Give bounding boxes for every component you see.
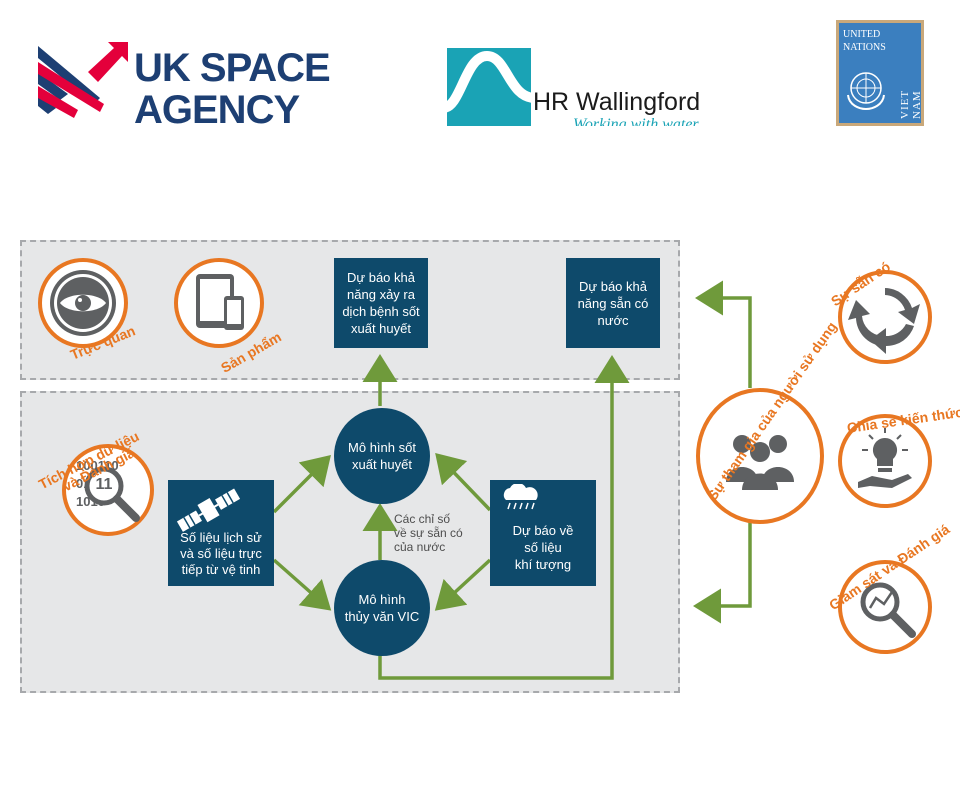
monitoring-ring bbox=[838, 560, 932, 654]
knowledge-sharing-ring bbox=[838, 414, 932, 508]
un-line1: UNITED bbox=[843, 29, 881, 40]
uk-space-agency-line2: AGENCY bbox=[134, 88, 300, 126]
weather-forecast-box: Dự báo về số liệu khí tượng bbox=[490, 480, 596, 586]
integration-badge: 11 bbox=[95, 476, 113, 493]
data-magnifier-icon bbox=[84, 466, 140, 522]
wave-logo-icon bbox=[447, 48, 531, 126]
water-indices-note: Các chỉ số về sự sẵn có của nước bbox=[394, 512, 463, 554]
hr-wallingford-tagline: Working with water bbox=[573, 116, 699, 126]
un-line2: NATIONS bbox=[843, 42, 886, 53]
eye-icon bbox=[50, 270, 116, 336]
people-icon bbox=[726, 435, 794, 490]
sustainability-ring bbox=[838, 270, 932, 364]
arrow-satellite-to-dengue bbox=[272, 455, 331, 514]
water-forecast-box: Dự báo khả năng sẵn có nước bbox=[566, 258, 660, 348]
dengue-model-circle: Mô hình sốt xuất huyết bbox=[334, 408, 430, 504]
arrow-users-to-vic-link bbox=[693, 522, 752, 624]
chart-magnifier-icon bbox=[860, 582, 916, 638]
tablet-phone-icon bbox=[196, 274, 244, 330]
lightbulb-hand-icon bbox=[858, 428, 912, 488]
hr-wallingford-logo: HR Wallingford Working with water bbox=[447, 48, 727, 126]
hr-wallingford-name: HR Wallingford bbox=[533, 88, 701, 116]
union-flag-arrow-icon bbox=[38, 42, 128, 126]
un-vietnam-logo: UNITED NATIONS VIET NAM bbox=[836, 20, 924, 126]
arrow-satellite-to-vic bbox=[272, 558, 332, 611]
uk-space-agency-logo: UK SPACE AGENCY bbox=[38, 42, 348, 126]
arrow-weather-to-dengue bbox=[435, 452, 492, 512]
weather-forecast-text: Dự báo về số liệu khí tượng bbox=[512, 523, 574, 572]
satellite-icon bbox=[176, 488, 241, 532]
arrow-weather-to-vic bbox=[434, 558, 492, 611]
user-participation-ring bbox=[696, 388, 824, 524]
un-emblem-icon bbox=[847, 72, 885, 110]
integration-ring: 100110 010 1010 11 bbox=[62, 444, 154, 536]
recycle-arrows-icon bbox=[848, 288, 920, 354]
visualization-ring bbox=[38, 258, 128, 348]
arrow-vic-to-water-forecast bbox=[378, 355, 630, 680]
satellite-data-box: Số liệu lịch sử và số liệu trực tiếp từ … bbox=[168, 480, 274, 586]
vic-model-circle: Mô hình thủy văn VIC bbox=[334, 560, 430, 656]
rain-cloud-icon bbox=[503, 484, 538, 510]
uk-space-agency-line1: UK SPACE bbox=[134, 46, 331, 90]
arrow-users-to-water-forecast bbox=[695, 280, 752, 388]
dengue-forecast-box: Dự báo khả năng xảy ra dịch bệnh sốt xuấ… bbox=[334, 258, 428, 348]
product-ring bbox=[174, 258, 264, 348]
satellite-data-text: Số liệu lịch sử và số liệu trực tiếp từ … bbox=[180, 530, 262, 577]
